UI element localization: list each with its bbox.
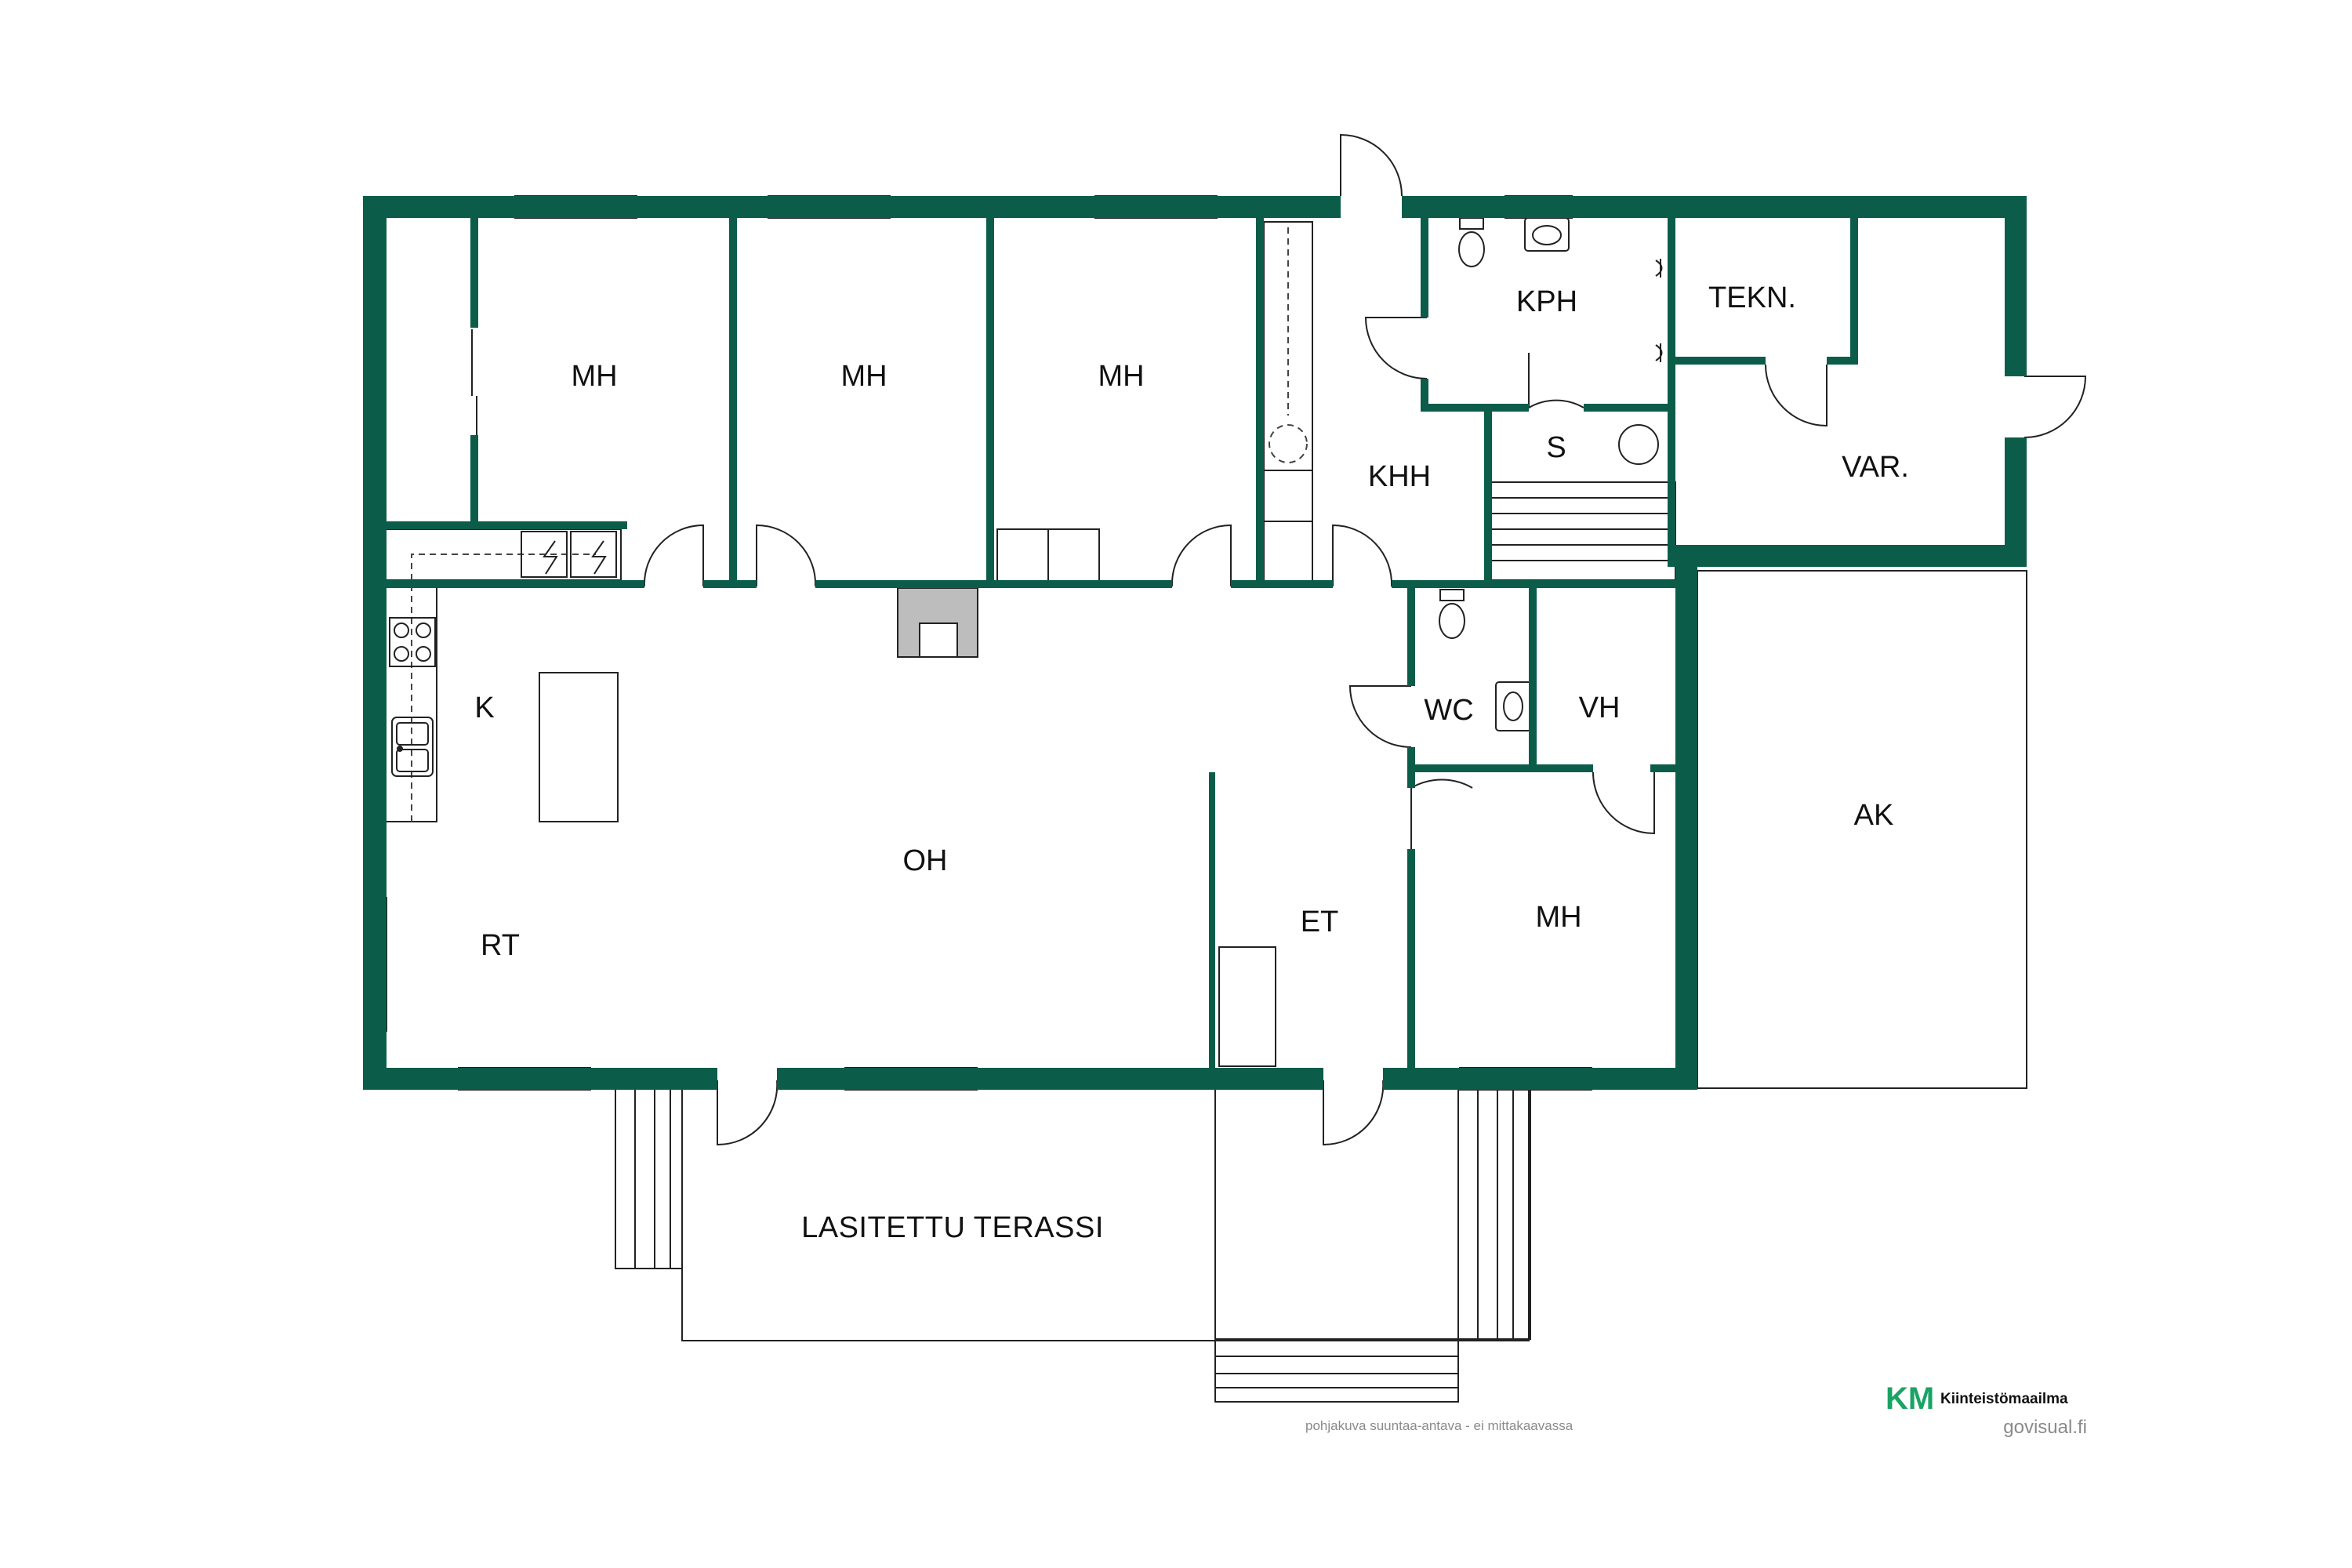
room-label-var: VAR. (1842, 451, 1909, 484)
door-wc (1348, 685, 1412, 748)
disclaimer-note: pohjakuva suuntaa-antava - ei mittakaava… (1305, 1418, 1573, 1433)
brand-mark: KM (1886, 1381, 1934, 1416)
room-label-khh: KHH (1368, 460, 1431, 493)
room-labels: MH MH MH KHH KPH S TEKN. VAR. K OH RT WC… (474, 281, 1909, 1244)
room-label-terassi: LASITETTU TERASSI (801, 1211, 1104, 1244)
walls (363, 196, 2027, 1090)
shower-icon (1655, 343, 1663, 362)
room-label-k: K (474, 691, 494, 724)
credit-text: govisual.fi (2003, 1417, 2087, 1438)
door-mh2 (756, 524, 817, 587)
utility-counter-khh (1263, 221, 1313, 583)
room-label-mh4: MH (1535, 901, 1581, 934)
room-label-ak: AK (1854, 799, 1894, 832)
room-label-mh2: MH (840, 360, 887, 393)
room-label-et: ET (1301, 906, 1339, 938)
wardrobe-mh3 (996, 528, 1100, 583)
terrace-stairs-right (1457, 1080, 1531, 1340)
door-mh4 (1410, 779, 1473, 849)
wardrobe-mh1-sliding (471, 329, 477, 435)
kitchen-island (539, 672, 619, 822)
sauna-stove (1618, 424, 1659, 465)
door-tekn (1765, 364, 1828, 427)
door-sauna (1528, 353, 1584, 409)
electric-icon (543, 540, 558, 575)
door-entry (1323, 1080, 1385, 1146)
door-main-top (1340, 133, 1403, 197)
door-mh1 (643, 524, 704, 587)
appliance-box-2 (570, 531, 617, 578)
doors (643, 133, 2087, 1146)
sauna-benches (1490, 481, 1676, 581)
appliance-box-1 (521, 531, 568, 578)
terrace-stairs-front (1214, 1338, 1459, 1403)
door-vh (1592, 771, 1655, 835)
room-label-oh: OH (903, 844, 948, 877)
room-label-s: S (1546, 431, 1566, 464)
sink-icon (391, 717, 434, 777)
door-khh (1332, 524, 1393, 587)
door-kph (1364, 317, 1428, 379)
wc-washbasin-icon (1495, 681, 1532, 731)
fireplace (897, 587, 978, 658)
washbasin-icon (1524, 217, 1570, 252)
terrace-stairs-left (615, 1080, 683, 1269)
door-mh3 (1171, 524, 1232, 587)
electric-icon (591, 540, 607, 575)
shower-icon (1655, 259, 1663, 278)
room-label-rt: RT (481, 929, 520, 962)
toilet-icon (1458, 217, 1485, 267)
room-label-mh3: MH (1098, 360, 1144, 393)
kitchen-counter (385, 528, 622, 822)
brand-logo: KM Kiinteistömaailma (1886, 1381, 2068, 1416)
brand-name: Kiinteistömaailma (1940, 1391, 2068, 1407)
room-label-mh1: MH (571, 360, 617, 393)
room-label-tekn: TEKN. (1708, 281, 1796, 314)
door-terrace (717, 1080, 779, 1146)
door-var (2024, 376, 2087, 438)
room-label-vh: VH (1579, 691, 1621, 724)
wc-toilet-icon (1439, 589, 1465, 639)
stove-icon (389, 617, 436, 667)
entry-cabinet (1218, 946, 1276, 1067)
room-label-wc: WC (1424, 694, 1473, 727)
washing-machine-icon (1269, 424, 1308, 463)
room-label-kph: KPH (1516, 285, 1577, 318)
